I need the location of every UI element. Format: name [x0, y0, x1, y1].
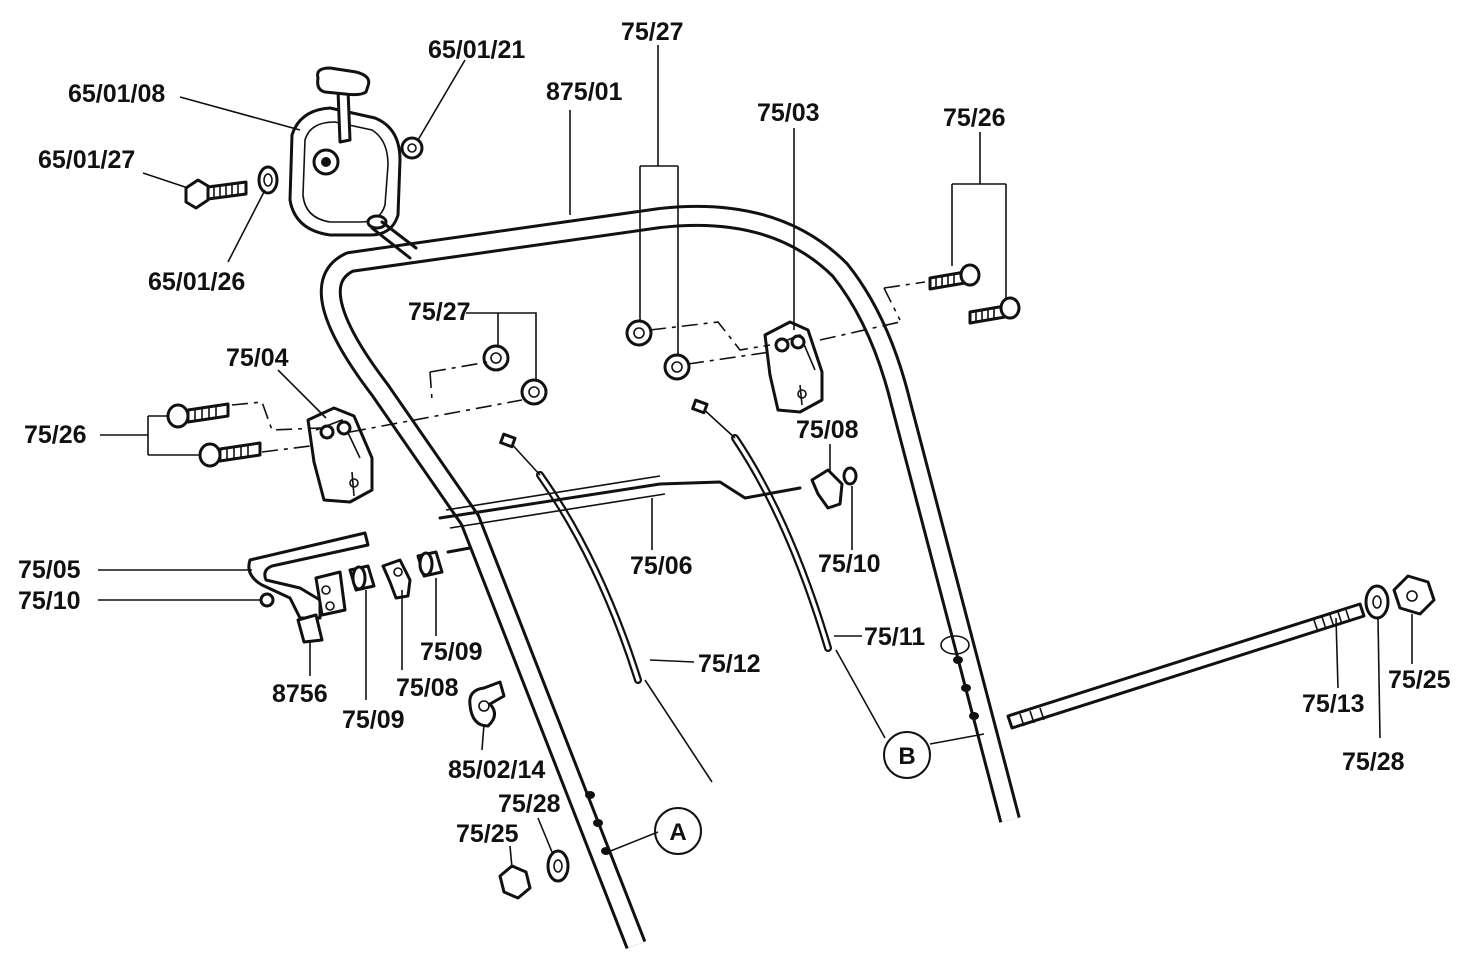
label-75-26-right: 75/26: [943, 104, 1006, 132]
label-75-13: 75/13: [1302, 690, 1365, 718]
callout-a: A: [654, 807, 702, 855]
label-875-01: 875/01: [546, 78, 623, 106]
bolts-75-26-left: [166, 402, 262, 468]
leader-lines: [98, 45, 1413, 869]
label-75-25-right: 75/25: [1388, 666, 1451, 694]
label-75-04: 75/04: [226, 344, 289, 372]
label-75-25-left: 75/25: [456, 820, 519, 848]
nut-washer-left: [498, 849, 570, 900]
label-65-01-08: 65/01/08: [68, 80, 165, 108]
label-75-08-right: 75/08: [796, 416, 859, 444]
label-75-27-mid: 75/27: [408, 298, 471, 326]
label-75-28-left: 75/28: [498, 790, 561, 818]
nut-65-01-21: [400, 136, 424, 160]
label-85-02-14: 85/02/14: [448, 756, 545, 784]
label-75-06: 75/06: [630, 552, 693, 580]
label-75-12: 75/12: [698, 650, 761, 678]
lever-75-05: [247, 531, 370, 644]
svg-text:B: B: [898, 743, 915, 770]
label-75-09-left: 75/09: [342, 706, 405, 734]
washer-65-01-26: [257, 165, 279, 195]
label-75-11: 75/11: [864, 623, 925, 651]
bolts-75-26-right: [928, 263, 1021, 325]
label-75-10-right: 75/10: [818, 550, 881, 578]
nuts-75-27: [482, 319, 691, 406]
long-bolt-75-13: [1006, 602, 1366, 730]
label-75-08-left: 75/08: [396, 674, 459, 702]
svg-text:A: A: [669, 819, 686, 846]
callout-b: B: [883, 731, 931, 779]
label-8756: 8756: [272, 680, 328, 708]
label-65-01-26: 65/01/26: [148, 268, 245, 296]
label-75-28-right: 75/28: [1342, 748, 1405, 776]
label-65-01-21: 65/01/21: [428, 36, 525, 64]
label-75-10-left: 75/10: [18, 587, 81, 615]
assembly-lines: [231, 281, 926, 453]
label-75-03: 75/03: [757, 99, 820, 127]
label-65-01-27: 65/01/27: [38, 146, 135, 174]
bracket-75-03: [763, 320, 824, 414]
throttle-lever-assembly: [288, 66, 418, 260]
bolt-65-01-27: [184, 178, 248, 210]
nut-washer-right: [1364, 574, 1436, 620]
label-75-26-left: 75/26: [24, 421, 87, 449]
cable-clip-85-02-14: [468, 680, 506, 728]
cables: [499, 398, 832, 783]
bracket-75-04: [306, 406, 374, 504]
rod-75-06: [438, 475, 802, 529]
clip-75-08-right: [810, 466, 858, 510]
label-75-05: 75/05: [18, 556, 81, 584]
bushings-and-clip: [348, 546, 472, 600]
label-75-27-top: 75/27: [621, 18, 684, 46]
label-75-09-right: 75/09: [420, 638, 483, 666]
part-labels: 65/01/21 65/01/08 65/01/27 65/01/26 875/…: [18, 18, 1451, 848]
